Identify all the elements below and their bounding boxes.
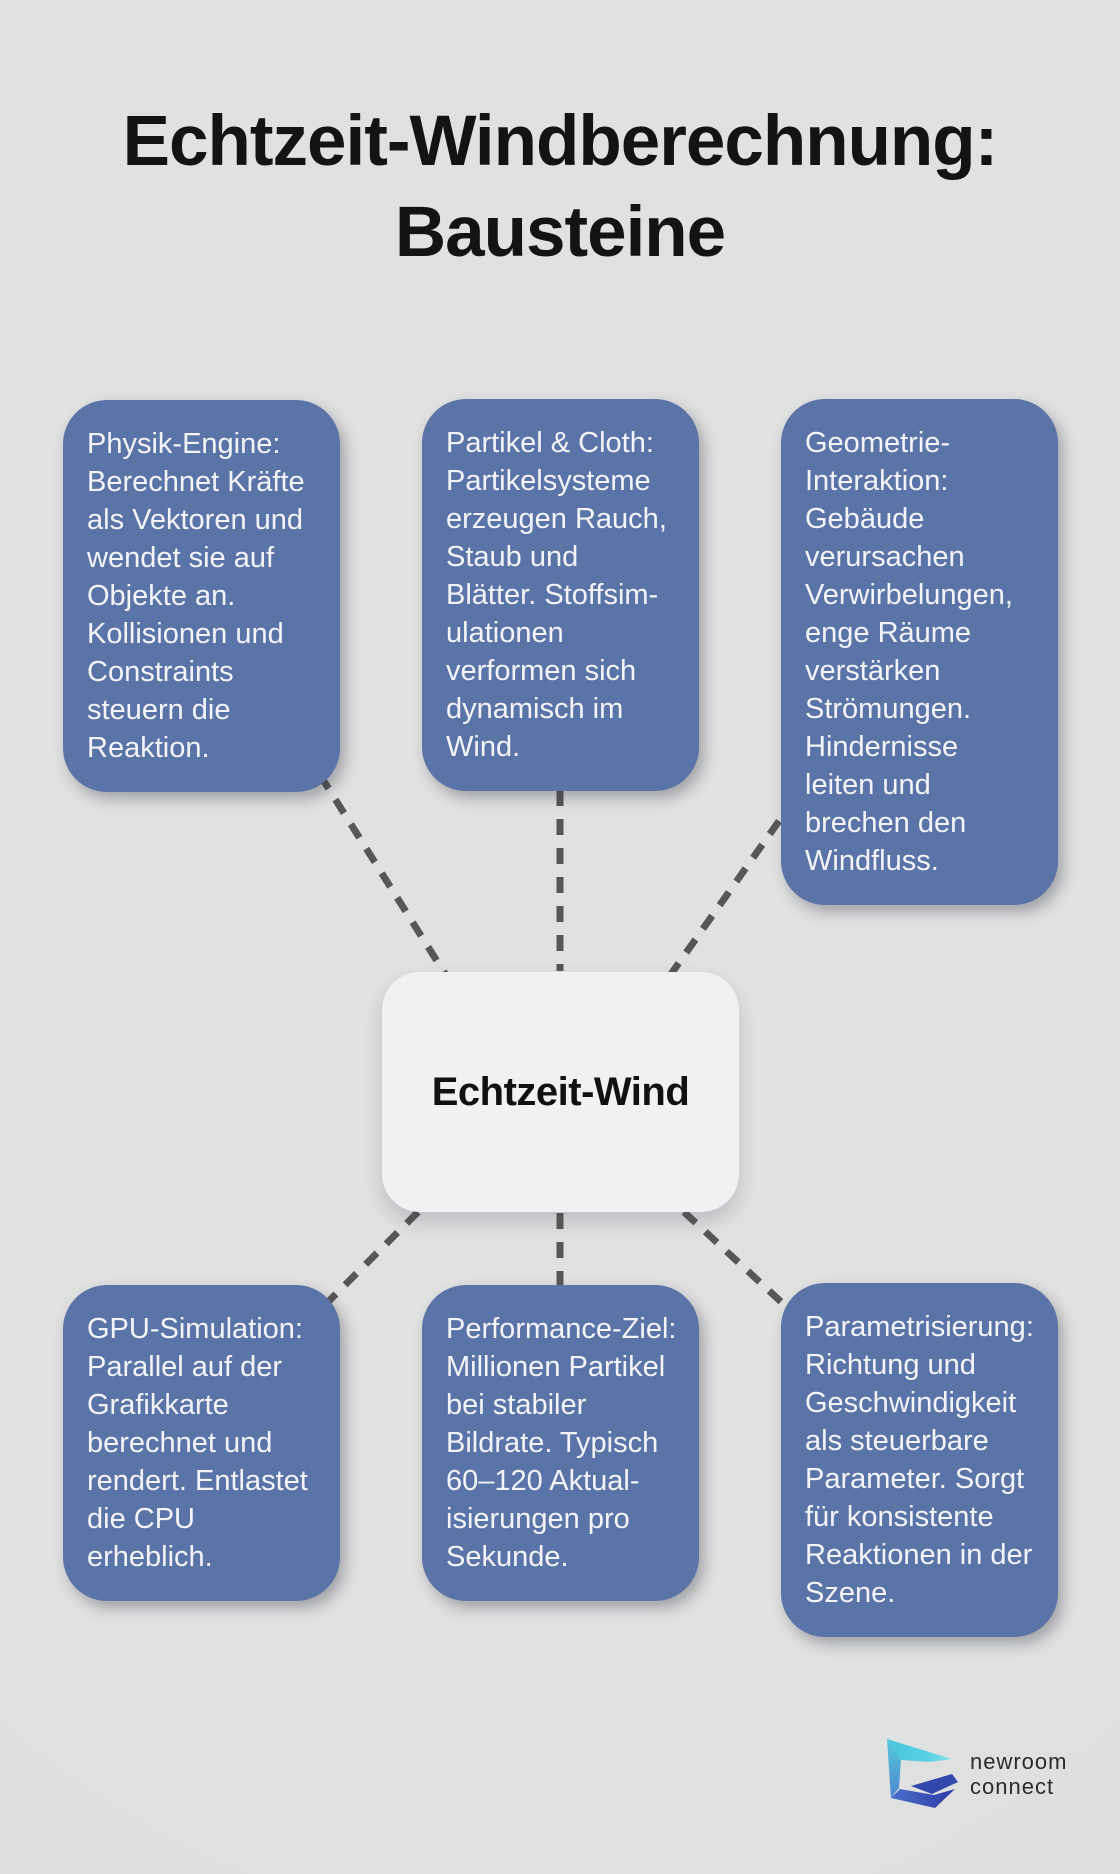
logo-text-line2: connect bbox=[970, 1774, 1055, 1799]
logo-mark-icon bbox=[887, 1739, 958, 1808]
node-partikel-cloth-text: Partikel & Cloth: Partikelsysteme erzeug… bbox=[446, 427, 667, 763]
page-title: Echtzeit-Windberechnung: Bausteine bbox=[122, 102, 999, 272]
node-parametrisierung-text: Parametrisierung: Richtung und Geschwind… bbox=[805, 1311, 1034, 1609]
node-physik-engine-text: Physik-Engine: Berechnet Kräfte als Vekt… bbox=[87, 428, 305, 764]
node-physik-engine: Physik-Engine: Berechnet Kräfte als Vekt… bbox=[63, 400, 340, 792]
center-node-label: Echtzeit-Wind bbox=[431, 1069, 690, 1114]
node-gpu-simulation-text: GPU-Simulation: Parallel auf der Grafikk… bbox=[87, 1313, 308, 1573]
connector-line-physik-engine bbox=[317, 773, 450, 979]
node-geometrie-interaktion: Geometrie- Interaktion: Gebäude verursac… bbox=[781, 399, 1058, 905]
connector-line-parametrisierung bbox=[681, 1209, 794, 1314]
node-gpu-simulation: GPU-Simulation: Parallel auf der Grafikk… bbox=[63, 1285, 340, 1601]
logo-text-line1: newroom bbox=[970, 1749, 1068, 1774]
node-performance-ziel-text: Performance-Ziel: Millionen Partikel bei… bbox=[446, 1313, 677, 1573]
logo-wordmark: newroom connect bbox=[970, 1749, 1067, 1799]
node-partikel-cloth: Partikel & Cloth: Partikelsysteme erzeug… bbox=[422, 399, 699, 791]
connector-line-geometrie-interaktion bbox=[666, 818, 782, 980]
node-geometrie-interaktion-text: Geometrie- Interaktion: Gebäude verursac… bbox=[805, 427, 1013, 877]
newroom-connect-logo: newroom connect bbox=[886, 1737, 1067, 1811]
connector-line-gpu-simulation bbox=[326, 1209, 421, 1304]
node-performance-ziel: Performance-Ziel: Millionen Partikel bei… bbox=[422, 1285, 699, 1601]
node-parametrisierung: Parametrisierung: Richtung und Geschwind… bbox=[781, 1283, 1058, 1637]
center-node-echtzeit-wind: Echtzeit-Wind bbox=[382, 972, 739, 1212]
